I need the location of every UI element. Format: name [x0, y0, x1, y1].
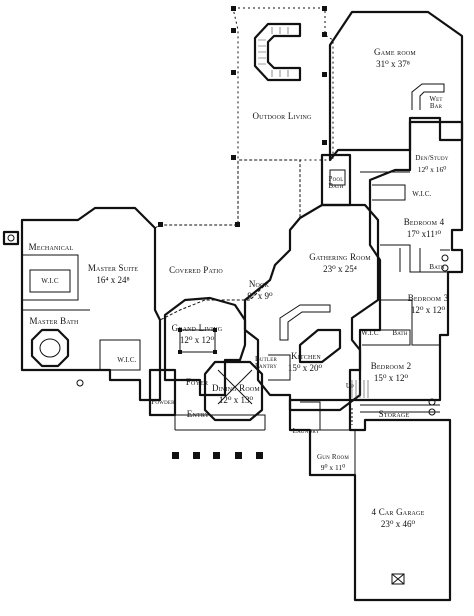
gun-room-dims: 9⁰ x 11⁰ — [320, 463, 346, 472]
den-study-label: Den/Study — [415, 154, 449, 162]
wic-master2-label: W.I.C. — [117, 356, 137, 364]
game-room-walls — [328, 10, 464, 162]
bath3-label: Bath — [392, 329, 408, 337]
wic-master1-label: W.I.C — [41, 277, 59, 285]
bedroom2-label: Bedroom 2 — [370, 361, 412, 371]
pool-bath-label: Pool Bath — [328, 175, 344, 190]
garage-walls — [288, 380, 452, 602]
foyer-label: Foyer — [185, 377, 209, 387]
kitchen-label: Kitchen — [291, 351, 321, 361]
covered-patio-label: Covered Patio — [169, 265, 223, 275]
den-study-dims: 12⁰ x 16⁰ — [417, 165, 447, 174]
grand-living-label: Grand Living — [171, 323, 223, 333]
game-room-label: Game room — [374, 47, 416, 57]
center-living-walls — [243, 203, 380, 412]
nook-dims: 9⁰ x 9⁰ — [247, 291, 273, 301]
garage-dims: 23⁰ x 46⁰ — [380, 519, 416, 529]
powder-label: Powder — [151, 398, 175, 406]
laundry-label: Laundry — [292, 427, 320, 435]
outdoor-living-label: Outdoor Living — [252, 111, 312, 121]
front-rooms-walls — [148, 296, 266, 459]
wet-bar-label: Wet Bar — [429, 95, 443, 110]
master-wing-walls — [2, 206, 162, 402]
bedroom3-label: Bedroom 3 — [407, 293, 449, 303]
gathering-room-dims: 23⁰ x 25⁴ — [323, 264, 357, 274]
master-bath-label: Master Bath — [29, 316, 79, 326]
bedroom3-dims: 12⁰ x 12⁰ — [410, 305, 446, 315]
dining-room-dims: 12⁰ x 13⁰ — [218, 395, 254, 405]
up-label: Up — [345, 382, 355, 390]
master-suite-dims: 16⁴ x 24⁸ — [96, 275, 130, 285]
kitchen-dims: 15⁰ x 20⁰ — [287, 363, 323, 373]
garage-label: 4 Car Garage — [371, 507, 425, 517]
nook-label: Nook — [248, 279, 270, 289]
bedroom4-label: Bedroom 4 — [403, 217, 445, 227]
storage-label: Storage — [378, 409, 410, 419]
grand-living-dims: 12⁰ x 12⁰ — [179, 335, 215, 345]
gun-room-label: Gun Room — [317, 453, 349, 461]
game-room-dims: 31⁰ x 37⁸ — [376, 59, 410, 69]
covered-patio-outline — [154, 159, 301, 321]
wic-b3-label: W.I.C — [361, 329, 379, 337]
butler-pantry-label: Butler Pantry — [254, 355, 278, 370]
outdoor-living-pergola — [231, 6, 334, 161]
mechanical-label: Mechanical — [28, 242, 74, 252]
bedroom4-dims: 17⁰ x11¹⁰ — [406, 229, 442, 239]
master-suite-label: Master Suite — [87, 263, 139, 273]
dining-room-label: Dining Room — [212, 383, 260, 393]
wic-den-label: W.I.C. — [412, 190, 432, 198]
bedroom2-dims: 15⁰ x 12⁰ — [373, 373, 409, 383]
bath4-label: Bath — [429, 263, 445, 271]
entry-label: Entry — [186, 409, 210, 419]
gathering-room-label: Gathering Room — [309, 252, 371, 262]
